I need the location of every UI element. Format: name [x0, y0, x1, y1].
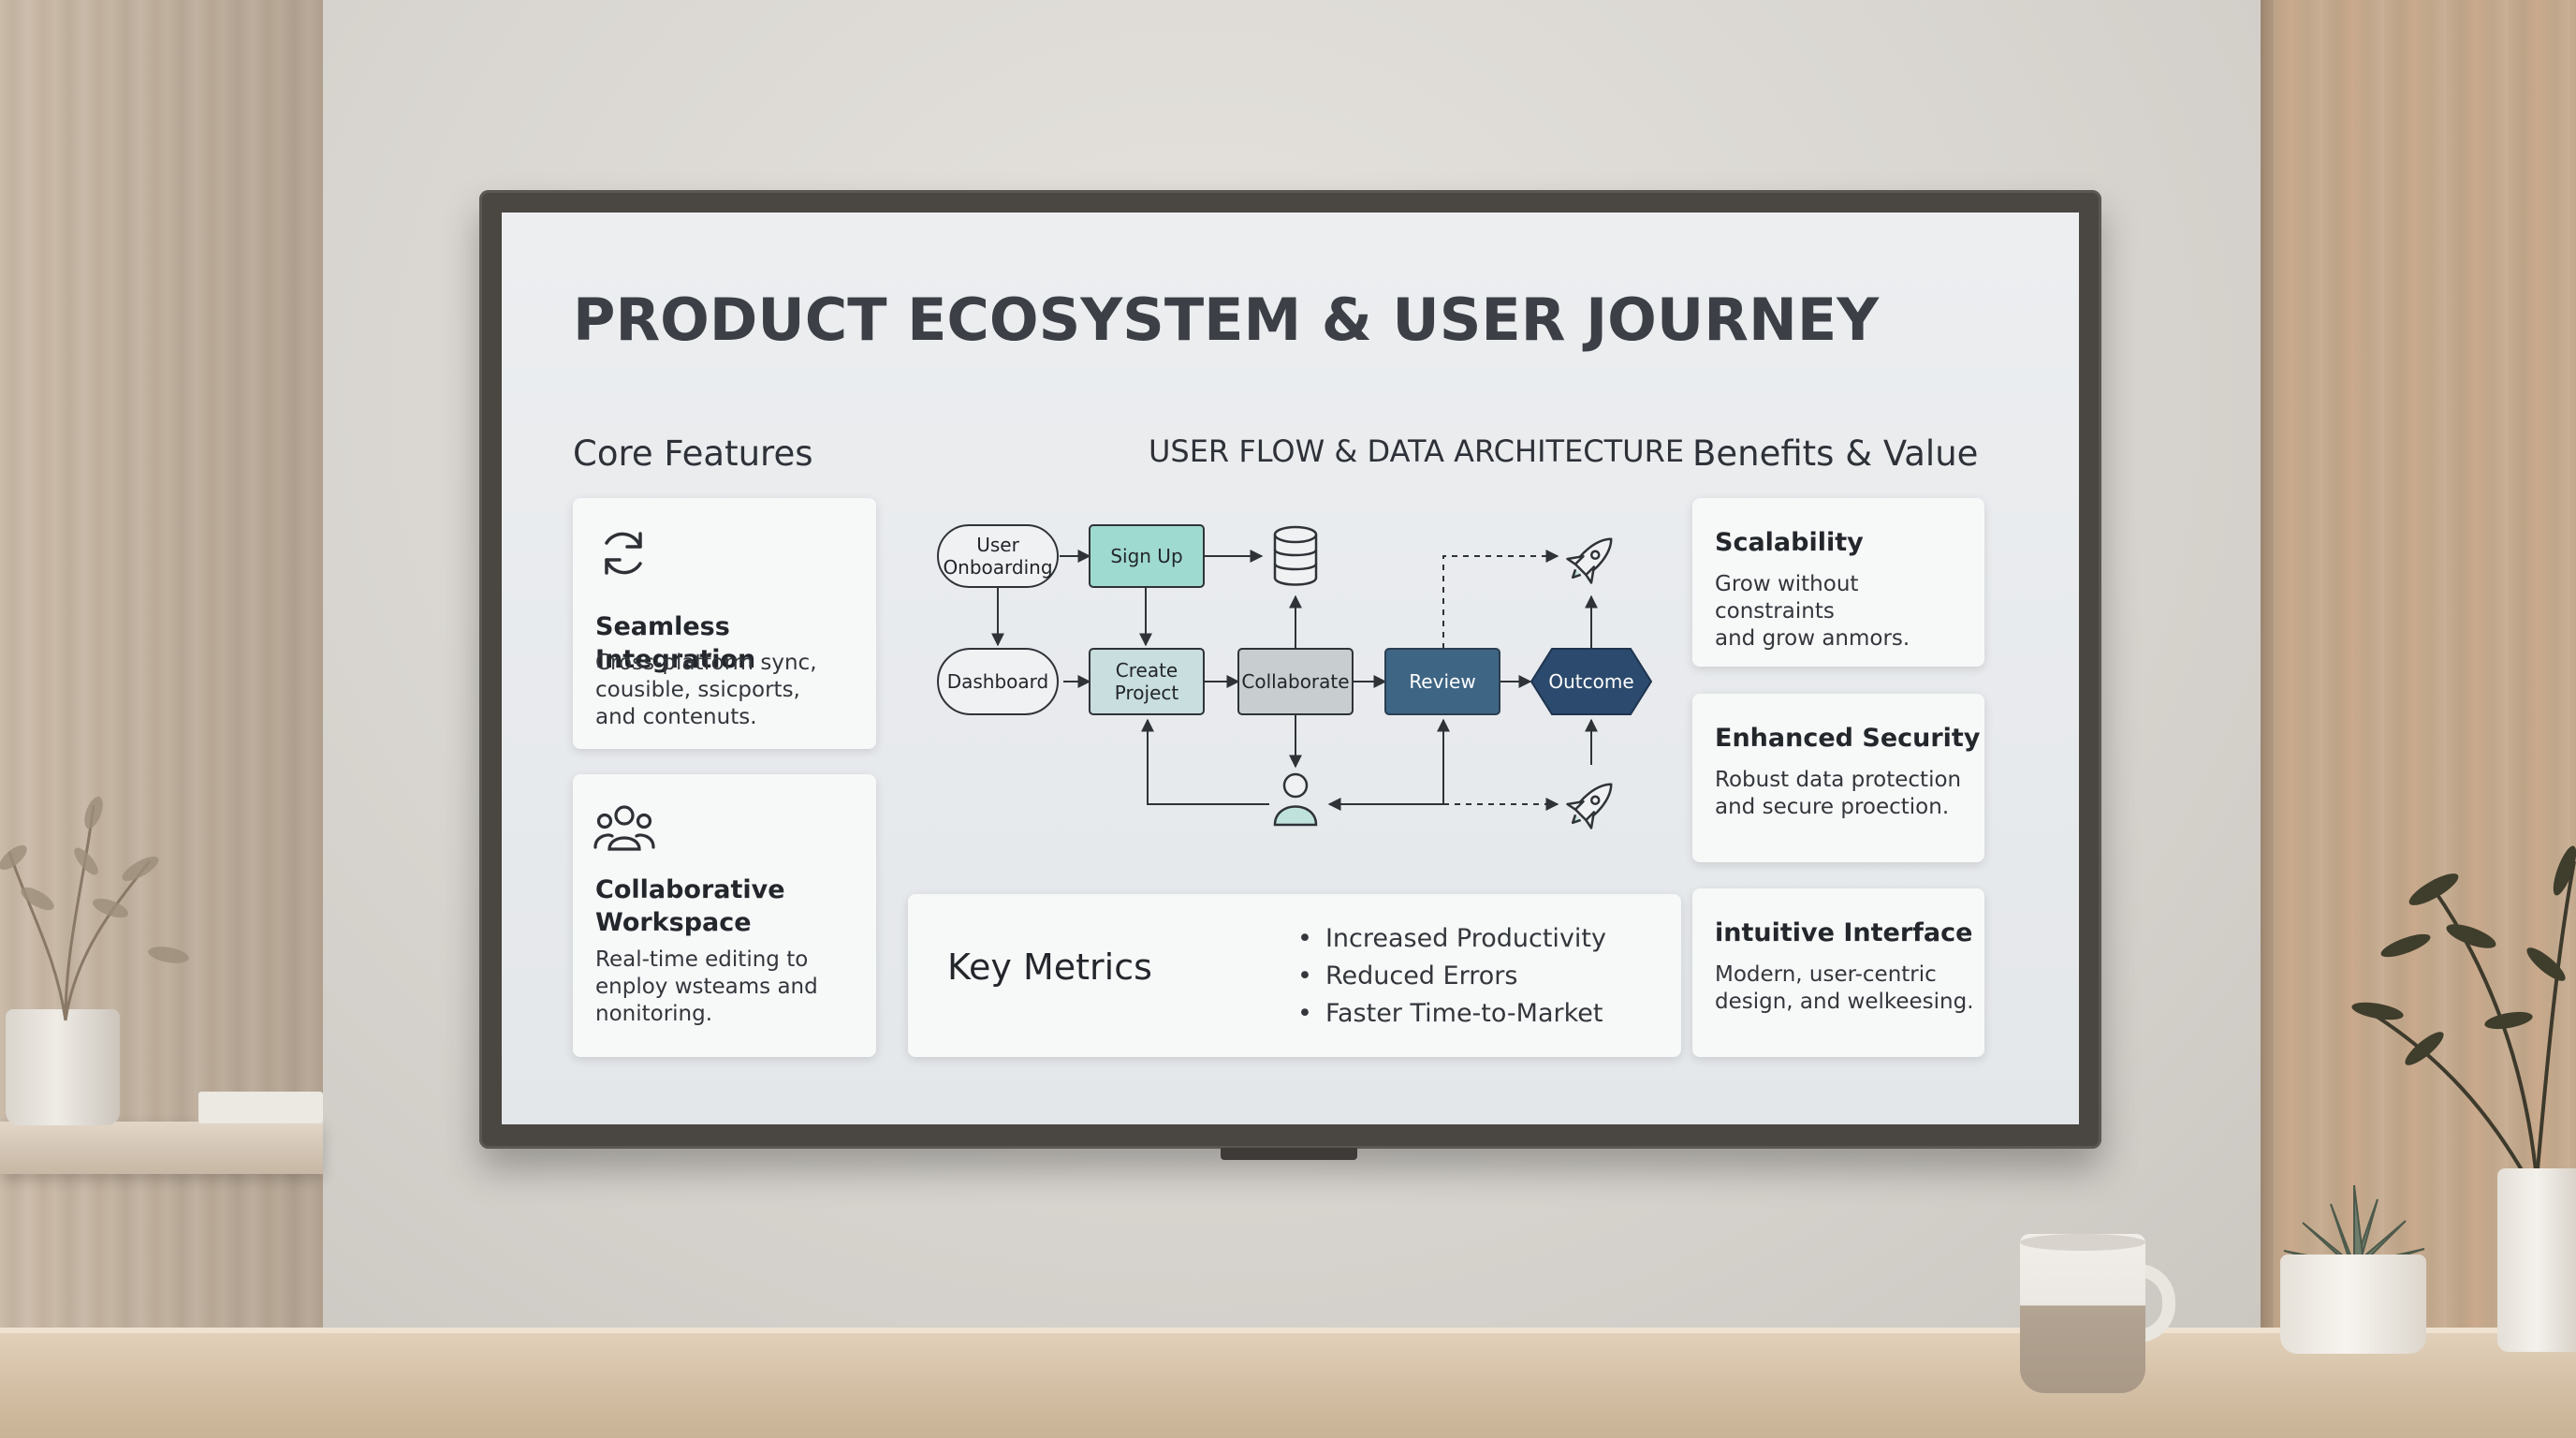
metric-item: Increased Productivity — [1297, 920, 1606, 958]
node-label: Review — [1409, 670, 1475, 693]
benefits-heading: Benefits & Value — [1692, 433, 1979, 474]
coffee-mug — [2020, 1234, 2175, 1393]
shelf — [0, 1122, 323, 1174]
rocket-icon — [1566, 783, 1613, 829]
node-sign-up: Sign Up — [1089, 524, 1205, 588]
user-icon — [1273, 772, 1318, 827]
node-collaborate: Collaborate — [1237, 648, 1354, 715]
node-label: Create — [1116, 659, 1178, 682]
feature-card-workspace: Collaborative Workspace Real-time editin… — [573, 774, 876, 1057]
desk — [0, 1328, 2576, 1438]
flow-diagram: User Onboarding Sign Up Dashboard Create — [937, 524, 1653, 829]
node-label: User — [976, 534, 1019, 556]
slide-title: PRODUCT ECOSYSTEM & USER JOURNEY — [573, 286, 1880, 354]
benefit-card-security: Enhanced Security Robust data protection… — [1692, 694, 1984, 862]
mug-rim — [2020, 1234, 2145, 1251]
users-icon — [593, 805, 655, 851]
node-review: Review — [1384, 648, 1500, 715]
feature-title: Collaborative Workspace — [595, 875, 785, 937]
plant-left — [0, 796, 189, 1021]
rocket-icon — [1566, 537, 1613, 584]
node-label: Outcome — [1548, 670, 1633, 693]
key-metrics-list: Increased Productivity Reduced Errors Fa… — [1297, 920, 1606, 1033]
core-features-heading: Core Features — [573, 433, 813, 474]
key-metrics-label: Key Metrics — [947, 946, 1152, 988]
metric-item: Faster Time-to-Market — [1297, 995, 1606, 1033]
plant-right — [2351, 845, 2576, 1180]
tv-monitor: PRODUCT ECOSYSTEM & USER JOURNEY Core Fe… — [479, 190, 2101, 1149]
key-metrics-panel: Key Metrics Increased Productivity Reduc… — [908, 894, 1681, 1057]
plant-pot-right — [2497, 1168, 2576, 1352]
benefit-title: Scalability — [1715, 528, 1864, 557]
flow-heading: USER FLOW & DATA ARCHITECTURE — [1148, 433, 1685, 469]
book — [198, 1092, 323, 1123]
node-label: Project — [1115, 682, 1179, 704]
node-label: Onboarding — [943, 556, 1052, 579]
benefit-description: Grow without constraints and grow anmors… — [1715, 572, 1910, 651]
node-outcome: Outcome — [1530, 648, 1653, 715]
edge-user-project — [1141, 718, 1269, 805]
feature-card-integration: Seamless Integration Cross-platform sync… — [573, 498, 876, 749]
node-label: Sign Up — [1110, 545, 1182, 567]
edge-review-rocket-dashed — [1442, 550, 1559, 649]
feature-description: Cross-platform sync, cousible, ssicports… — [595, 651, 817, 729]
tv-screen: PRODUCT ECOSYSTEM & USER JOURNEY Core Fe… — [502, 213, 2079, 1124]
benefit-description: Modern, user-centric design, and welkees… — [1715, 962, 1974, 1014]
refresh-icon — [605, 532, 642, 575]
benefit-title: Enhanced Security — [1715, 724, 1981, 753]
node-label: Dashboard — [947, 670, 1049, 693]
succulent-pot — [2280, 1255, 2426, 1354]
wood-panel-left — [0, 0, 323, 1438]
plant-pot-left — [6, 1009, 120, 1125]
benefit-description: Robust data protection and secure proect… — [1715, 768, 1962, 819]
database-icon — [1273, 525, 1318, 586]
metric-item: Reduced Errors — [1297, 958, 1606, 995]
tv-mount-bar — [1221, 1148, 1357, 1160]
benefit-card-scalability: Scalability Grow without constraints and… — [1692, 498, 1984, 667]
benefit-title: intuitive Interface — [1715, 918, 1973, 947]
feature-description: Real-time editing to enploy wsteams and … — [595, 947, 818, 1026]
benefit-card-interface: intuitive Interface Modern, user-centric… — [1692, 888, 1984, 1057]
node-dashboard: Dashboard — [937, 648, 1059, 715]
feature-title: Seamless Integration — [595, 612, 756, 674]
node-user-onboarding: User Onboarding — [937, 524, 1059, 588]
node-create-project: Create Project — [1089, 648, 1205, 715]
node-label: Collaborate — [1241, 670, 1349, 693]
mug-body — [2020, 1234, 2145, 1393]
